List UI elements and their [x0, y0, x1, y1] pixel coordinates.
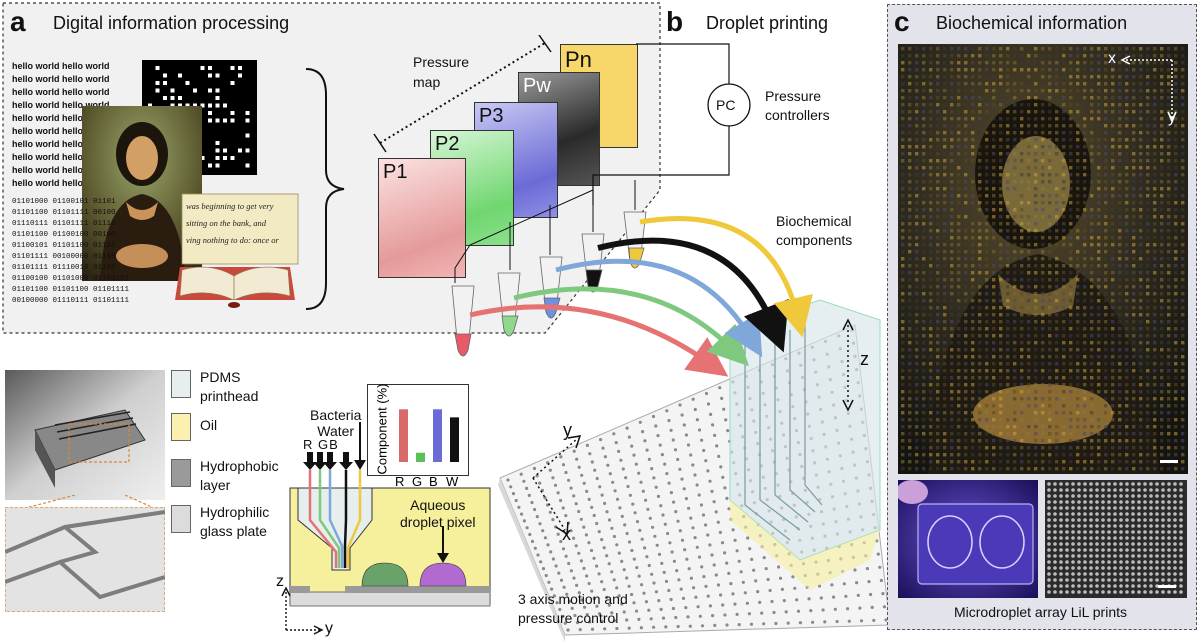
printhead-photo — [5, 370, 165, 500]
book-line-3: ving nothing to do: once or — [186, 235, 279, 245]
schematic-axis-z: z — [276, 573, 284, 590]
panel-c-axes — [1120, 55, 1177, 122]
chart-cat-r: R — [395, 474, 405, 489]
scale-bar-1 — [1160, 460, 1178, 463]
bar-b — [433, 409, 442, 462]
layer-label-pw: Pw — [523, 75, 551, 97]
chart-cat-g: G — [412, 474, 423, 489]
bar-g — [416, 452, 425, 462]
panel-c-caption: Microdroplet array LiL prints — [954, 604, 1127, 620]
component-bar-chart — [399, 409, 459, 462]
panel-letter-c: c — [894, 6, 910, 37]
swatch-hydrophobic — [171, 459, 191, 487]
biochemical-components-label: Biochemical components — [776, 213, 853, 248]
legend-pdms: PDMS printhead — [200, 369, 259, 404]
layer-p1: P1 — [378, 158, 466, 278]
channel-zoom-image — [5, 507, 165, 612]
chart-cat-b: B — [429, 474, 438, 489]
axis-z-label: z — [860, 349, 869, 369]
panel-c-axis-x: x — [1108, 50, 1116, 67]
bar-w — [450, 417, 459, 462]
uv-photo — [898, 480, 1038, 598]
panel-letter-b: b — [666, 6, 684, 37]
book-line-2: sitting on the bank, and — [186, 218, 267, 228]
aqueous-droplet-label: Aqueous droplet pixel — [400, 497, 476, 530]
pc-label: PC — [716, 97, 736, 113]
open-book-image — [175, 193, 299, 308]
pressure-controllers-label: Pressure controllers — [765, 88, 830, 123]
legend-hydrophilic: Hydrophilic glass plate — [200, 504, 270, 539]
swatch-hydrophilic — [171, 505, 191, 533]
motion-label: 3 axis motion and pressure control — [518, 591, 628, 626]
panel-a-title: Digital information processing — [53, 13, 290, 33]
chart-categories: R G B W — [392, 474, 467, 490]
chart-ylabel-wrap: Component (%) — [374, 383, 390, 475]
binary-text: 01101000 01100101 01101 01101100 0110111… — [12, 198, 130, 305]
book-line-1: was beginning to get very — [186, 201, 274, 211]
droplet-mona-lisa — [898, 44, 1188, 474]
pressure-map-arrow — [373, 35, 552, 153]
book-text: was beginning to get very sitting on the… — [186, 198, 296, 249]
curly-brace — [305, 68, 345, 310]
chart-ylabel: Component (%) — [374, 383, 390, 475]
layer-label-p1: P1 — [383, 161, 408, 183]
swatch-oil — [171, 413, 191, 441]
scale-bar-2 — [1158, 585, 1176, 588]
pressure-map-label: Pressure map — [413, 54, 470, 90]
legend-hydrophobic: Hydrophobic layer — [200, 458, 279, 493]
hello-world-text: hello world hello world hello world hell… — [12, 61, 110, 188]
swatch-pdms — [171, 370, 191, 398]
layer-label-p2: P2 — [435, 133, 460, 155]
bacteria-water-label: Bacteria Water — [310, 407, 362, 439]
axis-y-label: y — [563, 420, 572, 440]
rgb-label: R GB — [303, 437, 339, 452]
layer-label-pn: Pn — [565, 47, 592, 72]
legend-oil: Oil — [200, 417, 218, 433]
layer-label-p3: P3 — [479, 105, 504, 127]
panel-c-title: Biochemical information — [936, 13, 1128, 33]
axis-x-label: x — [562, 524, 571, 544]
panel-b-title: Droplet printing — [706, 13, 829, 33]
bar-r — [399, 409, 408, 462]
panel-letter-a: a — [10, 6, 26, 37]
schematic-axis-y: y — [325, 620, 333, 637]
chart-cat-w: W — [446, 474, 459, 489]
droplet-grid-photo — [1045, 480, 1187, 598]
